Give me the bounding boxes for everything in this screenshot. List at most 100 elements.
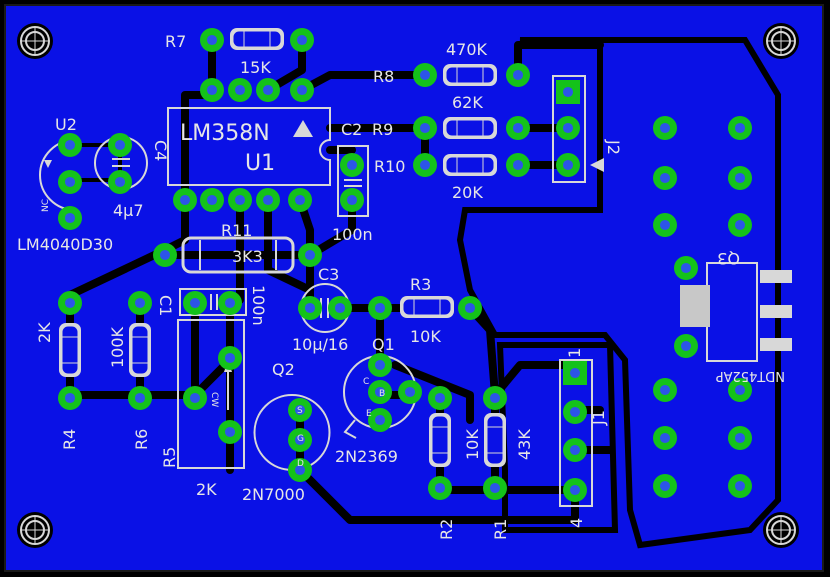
through-hole-pad <box>288 428 312 452</box>
label-j2: J2 <box>604 139 623 155</box>
resistor-r8-body <box>443 64 497 86</box>
through-hole-pad <box>368 380 392 404</box>
through-hole-pad <box>728 213 752 237</box>
through-hole-pad <box>218 346 242 370</box>
through-hole-pad <box>183 386 207 410</box>
through-hole-pad <box>653 474 677 498</box>
label-r6: R6 <box>132 429 151 450</box>
through-hole-pad <box>483 476 507 500</box>
label-r3-value: 10K <box>410 327 441 346</box>
label-u1-part: LM358N <box>180 121 270 146</box>
label-c1-value: 100n <box>249 285 268 326</box>
label-r10-value: 20K <box>452 183 483 202</box>
through-hole-pad <box>218 291 242 315</box>
resistor-r3-body <box>400 296 454 318</box>
svg-text:C: C <box>363 377 369 387</box>
silkscreen-layer <box>39 28 792 507</box>
label-r11: R11 <box>221 221 252 240</box>
label-r8-value: 470K <box>446 40 488 59</box>
resistor-r7-body <box>230 28 284 50</box>
header-j2-outline <box>552 75 604 183</box>
through-hole-pad <box>653 378 677 402</box>
label-r4-value: 2K <box>35 322 54 343</box>
svg-text:D: D <box>297 459 304 469</box>
mount-hole-top-left <box>17 23 53 59</box>
through-hole-pad <box>368 296 392 320</box>
through-hole-pad <box>728 474 752 498</box>
through-hole-pad <box>428 386 452 410</box>
label-r5-value: 2K <box>196 480 217 499</box>
label-r5: R5 <box>160 447 179 468</box>
label-q1: Q1 <box>372 335 395 354</box>
resistor-r6-body <box>129 323 151 377</box>
header-pad <box>556 153 580 177</box>
header-pad <box>563 400 587 424</box>
through-hole-pad <box>458 296 482 320</box>
label-q1-part: 2N2369 <box>335 447 398 466</box>
label-r6-value: 100K <box>108 326 127 368</box>
through-hole-pad <box>288 398 312 422</box>
label-q3-part: NDT452AP <box>716 368 785 383</box>
through-hole-pad <box>153 243 177 267</box>
label-r10: R10 <box>374 157 405 176</box>
label-r9-value: 62K <box>452 93 483 112</box>
label-c2: C2 <box>341 120 362 139</box>
label-r7-value: 15K <box>240 58 271 77</box>
through-hole-pad <box>256 78 280 102</box>
label-u1: U1 <box>245 151 275 176</box>
through-hole-pad <box>728 378 752 402</box>
mount-hole-top-right <box>763 23 799 59</box>
label-u2: U2 <box>55 115 77 134</box>
through-hole-pad <box>340 188 364 212</box>
through-hole-pad <box>674 256 698 280</box>
through-hole-pad <box>290 78 314 102</box>
label-r1-value: 43K <box>515 429 534 460</box>
label-r2-value: 10K <box>463 429 482 460</box>
header-pad <box>563 478 587 502</box>
mounting-holes <box>17 23 799 548</box>
through-hole-pad <box>128 386 152 410</box>
label-layer: R7 15K 470K R8 62K R9 C2 R10 20K J2 LM35… <box>17 32 785 540</box>
through-hole-pad <box>58 386 82 410</box>
through-hole-pad <box>290 28 314 52</box>
pin1-square-pad <box>556 80 580 104</box>
label-r2: R2 <box>437 519 456 540</box>
svg-text:G: G <box>297 434 304 444</box>
through-hole-pad <box>653 166 677 190</box>
through-hole-pad <box>58 206 82 230</box>
through-hole-pad <box>200 28 224 52</box>
through-hole-pad <box>108 170 132 194</box>
label-j1-pin1: 1 <box>565 348 584 358</box>
label-r5-cw: CW <box>209 392 219 407</box>
label-r3: R3 <box>410 275 431 294</box>
through-hole-pad <box>413 116 437 140</box>
label-q2: Q2 <box>272 360 295 379</box>
pad-layer <box>58 28 752 502</box>
ic-u1-outline <box>167 107 331 186</box>
resistor-r2-body <box>429 413 451 467</box>
through-hole-pad <box>506 153 530 177</box>
through-hole-pad <box>653 426 677 450</box>
through-hole-pad <box>728 166 752 190</box>
through-hole-pad <box>674 334 698 358</box>
header-pad <box>563 438 587 462</box>
label-r4: R4 <box>60 429 79 450</box>
pin1-square-pad <box>563 361 587 385</box>
resistor-r4-body <box>59 323 81 377</box>
through-hole-pad <box>506 116 530 140</box>
label-j1-pin4: 4 <box>567 518 586 528</box>
through-hole-pad <box>368 353 392 377</box>
through-hole-pad <box>728 426 752 450</box>
label-c3: C3 <box>318 265 339 284</box>
resistor-r1-body <box>484 413 506 467</box>
label-r1: R1 <box>491 519 510 540</box>
resistor-r9-body <box>443 117 497 139</box>
label-c3-value: 10µ/16 <box>292 335 348 354</box>
through-hole-pad <box>398 380 422 404</box>
label-c1: C1 <box>156 295 175 316</box>
through-hole-pad <box>228 188 252 212</box>
through-hole-pad <box>288 458 312 482</box>
through-hole-pad <box>200 78 224 102</box>
svg-text:B: B <box>379 389 385 399</box>
